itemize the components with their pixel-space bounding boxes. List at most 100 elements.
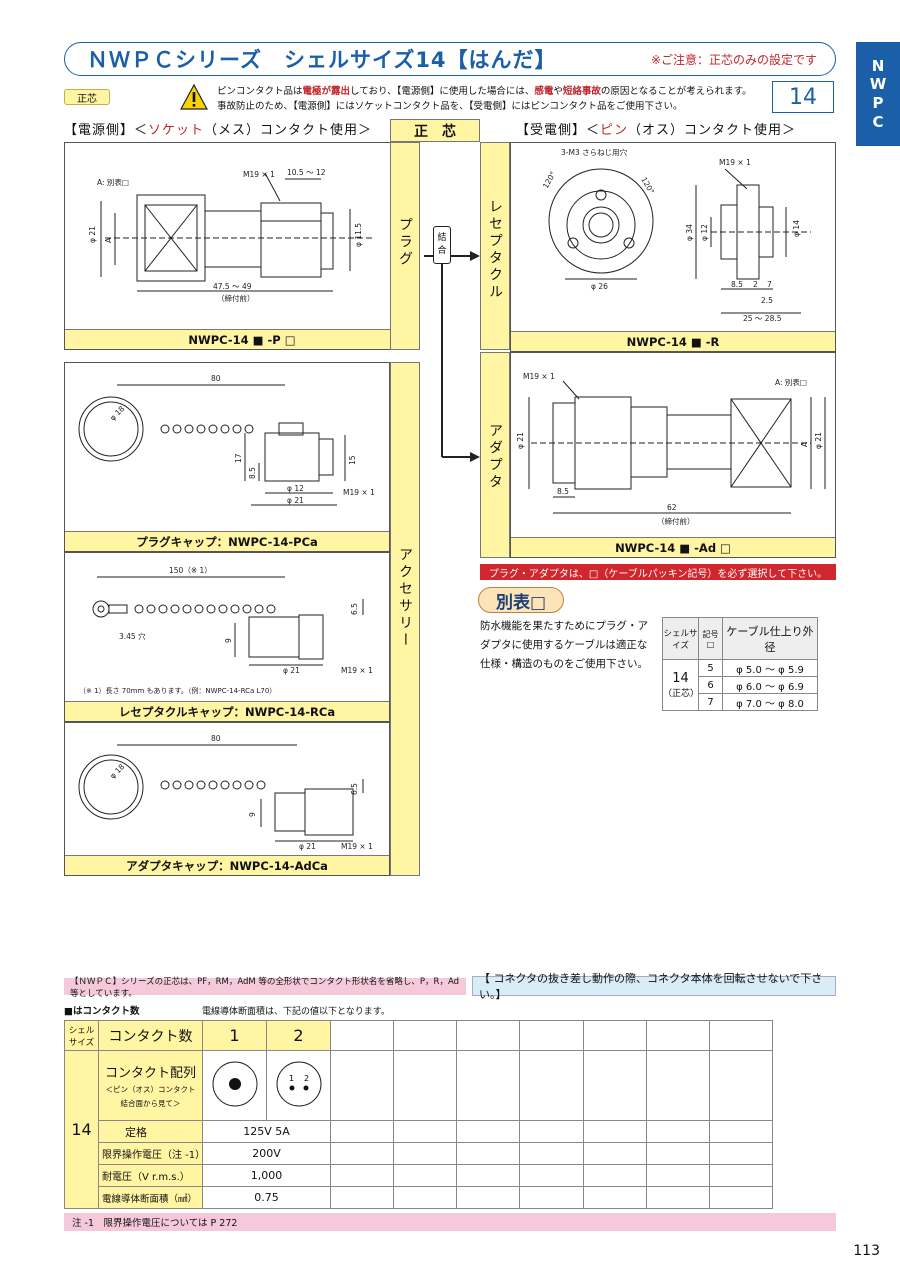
- dim-d21: φ 21: [287, 496, 304, 505]
- dim-d21b: φ 21: [814, 432, 823, 449]
- dim-h9: 9: [248, 812, 257, 817]
- spec-count: 2: [266, 1020, 331, 1051]
- dim-h8-5: 8.5: [248, 467, 257, 479]
- dim-a: A: [800, 441, 809, 447]
- contact-layout-1-icon: [212, 1061, 257, 1107]
- note-voltage: 注 -1 限界操作電圧については P 272: [64, 1213, 836, 1231]
- plug-panel: M19 × 1 10.5 ～ 12 A: 別表□ φ 21 A φ 11.5 4…: [64, 142, 420, 350]
- adapter-drawing: M19 × 1 A: 別表□ φ 21 A φ 21 8.5 62 （締付前）: [516, 372, 826, 526]
- dim-d14: φ 14: [792, 220, 801, 237]
- dim-a-note: A: 別表□: [97, 177, 129, 187]
- spec-empty: [329, 1142, 395, 1165]
- side-tab-letter: P: [872, 94, 884, 112]
- spec-empty: [645, 1142, 710, 1165]
- spec-empty: [393, 1120, 458, 1143]
- spec-empty: [329, 1164, 395, 1187]
- warning-text: ピンコンタクト品は電極が露出しており、【電源側】に使用した場合には、感電や短絡事…: [217, 84, 777, 114]
- header-power-side: 【電源側】＜ソケット（メス）コンタクト使用＞: [64, 123, 373, 138]
- spec-empty: [708, 1120, 773, 1143]
- dim-d26: φ 26: [591, 282, 608, 291]
- dim-len: 150（※ 1）: [169, 566, 212, 575]
- spec-empty: [329, 1120, 395, 1143]
- shell-size-box: 14: [772, 81, 834, 113]
- spec-empty: [519, 1120, 584, 1143]
- header-center: 正 芯: [390, 119, 480, 142]
- pin-label: 2: [304, 1074, 309, 1083]
- spec-shell-h: シェルサイズ: [64, 1020, 99, 1051]
- spec-arr-sub2: 結合面から見て＞: [120, 1099, 181, 1108]
- ketsugo-char: 合: [437, 246, 447, 256]
- dim-len: 80: [211, 734, 221, 743]
- spec-empty: [456, 1164, 521, 1187]
- dim-hole: 3.45 穴: [119, 631, 146, 641]
- dim-ang1: 120°: [541, 170, 558, 190]
- spec-empty: [519, 1142, 584, 1165]
- plug-cap-drawing: 80 φ 18 17 8.5 15 φ 12 φ 21 M19 × 1: [78, 374, 375, 506]
- side-tab-letter: N: [871, 56, 885, 75]
- cable-code: 7: [698, 693, 723, 711]
- receptacle-drawing: 3-M3 さらねじ用穴 120° 120° φ 26 M19 × 1 φ 34 …: [541, 147, 811, 323]
- spec-empty: [645, 1120, 710, 1143]
- spec-empty: [708, 1164, 773, 1187]
- spec-empty: [645, 1020, 710, 1051]
- spec-area-label: 電線導体断面積（㎟）: [98, 1186, 203, 1209]
- warn-part: ピンコンタクト品は: [217, 86, 303, 97]
- dim-h6-5: 6.5: [350, 603, 359, 615]
- spec-empty: [708, 1186, 773, 1209]
- dim-l8-5: 8.5: [557, 487, 569, 496]
- dim-d21: φ 21: [88, 226, 97, 243]
- dim-m19: M19 × 1: [343, 488, 375, 497]
- contact-count-label: ■はコンタクト数: [64, 1006, 140, 1017]
- spec-empty: [519, 1164, 584, 1187]
- spec-empty: [645, 1164, 710, 1187]
- spec-area: 0.75: [202, 1186, 331, 1209]
- spec-withstand: 1,000: [202, 1164, 331, 1187]
- spec-empty: [456, 1142, 521, 1165]
- dim-range: 10.5 ～ 12: [287, 168, 326, 177]
- dim-holes: 3-M3 さらねじ用穴: [561, 147, 628, 157]
- spec-rating: 125V 5A: [202, 1120, 331, 1143]
- spec-empty: [393, 1020, 458, 1051]
- dim-h17: 17: [234, 453, 243, 463]
- spec-empty: [519, 1186, 584, 1209]
- dim-l8-5: 8.5: [731, 280, 743, 289]
- spec-empty: [645, 1050, 710, 1121]
- cable-table: シェルサイズ 記号□ ケーブル仕上り外径 14（正芯） 5 φ 5.0 ～ φ …: [662, 617, 818, 711]
- warn-red: 感電: [534, 86, 554, 97]
- spec-empty: [393, 1164, 458, 1187]
- cable-code: 5: [698, 659, 723, 677]
- cable-shell: 14: [672, 671, 689, 686]
- dim-h6-5: 6.5: [350, 783, 359, 795]
- spec-arr-1: [202, 1050, 267, 1121]
- strip-receptacle: レセプタクル: [480, 142, 510, 350]
- cable-h-shell: シェルサイズ: [662, 617, 699, 660]
- betsu-label: 別表□: [478, 587, 564, 613]
- spec-empty: [456, 1120, 521, 1143]
- spec-empty: [329, 1050, 395, 1121]
- page-number: 113: [853, 1243, 880, 1259]
- plug-drawing: M19 × 1 10.5 ～ 12 A: 別表□ φ 21 A φ 11.5 4…: [88, 168, 375, 303]
- adapter-panel: M19 × 1 A: 別表□ φ 21 A φ 21 8.5 62 （締付前） …: [510, 352, 836, 558]
- dim-note: （※ 1）長さ 70mm もあります。（例：NWPC-14-RCa L70）: [79, 686, 276, 695]
- coupling-arrows: [424, 251, 480, 462]
- rotation-note: 【 コネクタの抜き差し動作の際、コネクタ本体を回転させないで下さい。】: [472, 972, 836, 1001]
- dim-ang2: 120°: [639, 176, 656, 196]
- spec-arr-label-cell: コンタクト配列 ＜ピン（オス）コンタクト 結合面から見て＞: [98, 1050, 203, 1121]
- receptacle-panel: 3-M3 さらねじ用穴 120° 120° φ 26 M19 × 1 φ 34 …: [510, 142, 836, 352]
- cable-range: φ 7.0 ～ φ 8.0: [722, 693, 818, 711]
- strip-adapter-label: アダプタ: [487, 423, 503, 491]
- spec-empty: [645, 1186, 710, 1209]
- spec-empty: [708, 1020, 773, 1051]
- title-note: ※ご注意：正芯のみの設定です: [650, 53, 817, 67]
- adapter-caption: NWPC-14 ■ -Ad □: [511, 537, 835, 557]
- receptacle-caption: NWPC-14 ■ -R: [511, 331, 835, 351]
- spec-empty: [329, 1020, 395, 1051]
- spec-empty: [519, 1020, 584, 1051]
- dim-len-note: （締付前）: [657, 516, 695, 526]
- dim-h9: 9: [224, 638, 233, 643]
- side-tab-letter: C: [872, 112, 884, 131]
- spec-empty: [329, 1186, 395, 1209]
- cable-shell-note: （正芯）: [663, 689, 700, 699]
- spec-empty: [519, 1050, 584, 1121]
- dim-len: 47.5 ～ 49: [213, 282, 252, 291]
